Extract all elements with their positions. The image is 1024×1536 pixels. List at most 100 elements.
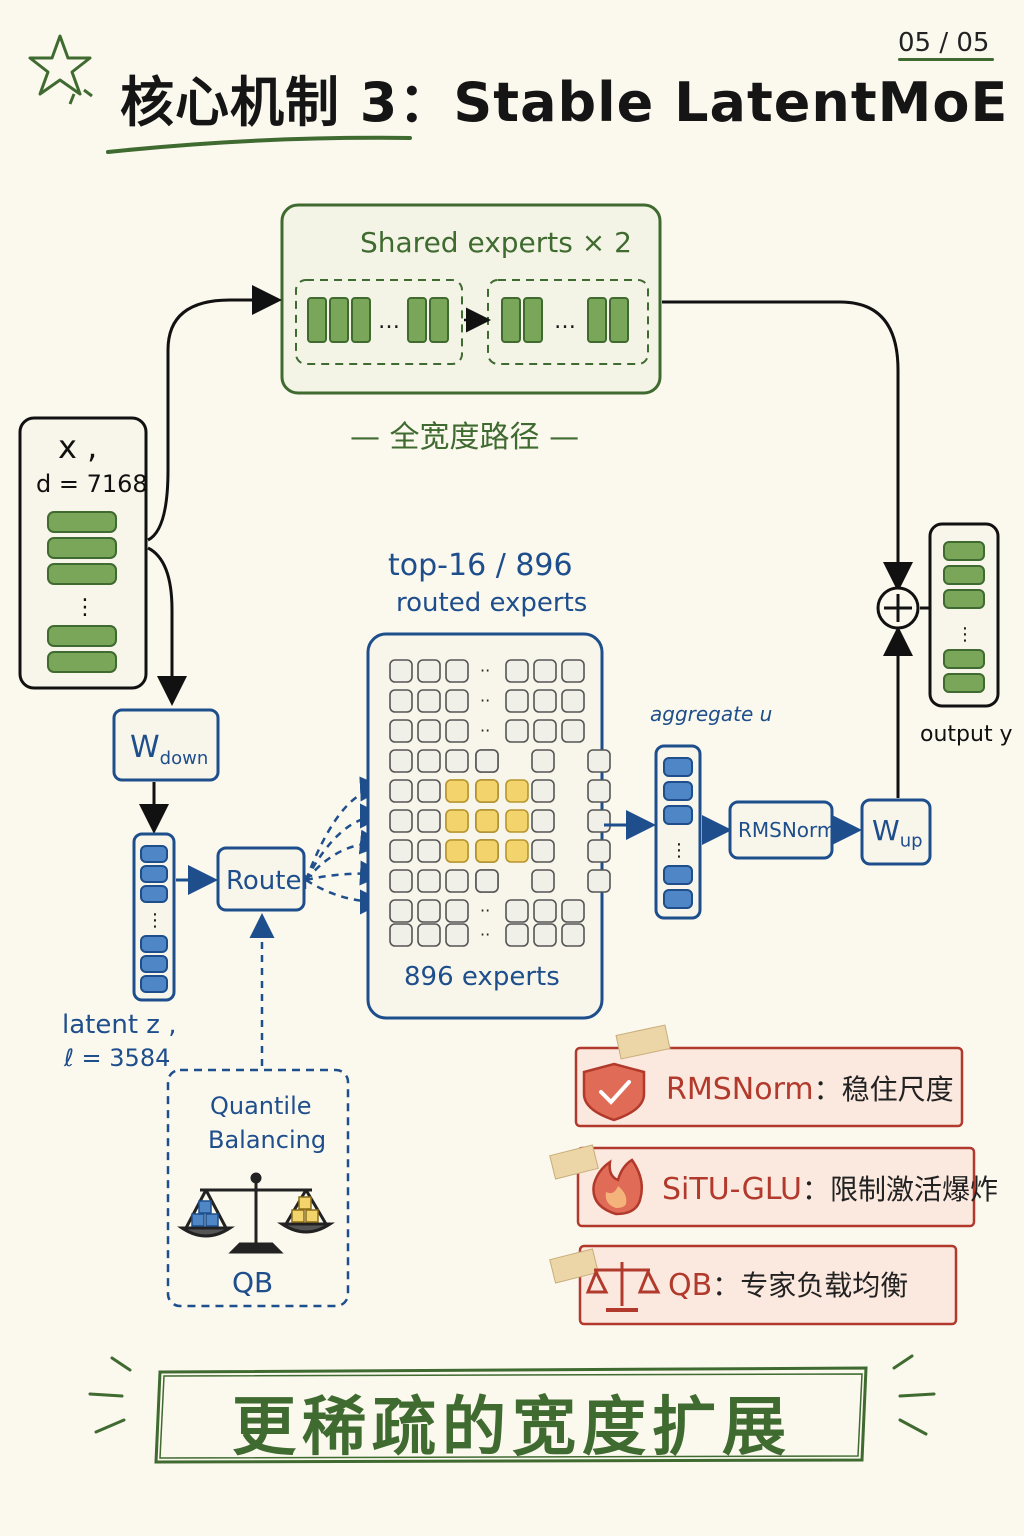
svg-text:⋮: ⋮: [670, 840, 688, 861]
scales-icon: [585, 1262, 661, 1312]
expert-cell: [389, 659, 413, 683]
expert-cell: [445, 869, 469, 893]
input-to-wdown-arrow: [147, 546, 187, 706]
tag-qb: QB：专家负载均衡: [668, 1268, 909, 1303]
topk-label: top-16 / 896: [388, 548, 573, 583]
shared-expert-2-cells: [501, 297, 629, 343]
input-vector-cells: [47, 511, 117, 673]
active-expert-cell: [505, 839, 529, 863]
expert-cell: [531, 809, 555, 833]
expert-cell: [587, 839, 611, 863]
qb-abbr-label: QB: [232, 1266, 274, 1299]
expert-cell: [417, 809, 441, 833]
expert-cell: [505, 689, 529, 713]
page-title: 核心机制 3：Stable LatentMoE: [120, 71, 1009, 134]
expert-cell: [445, 689, 469, 713]
aggregate-vector-cells: [663, 757, 693, 909]
balancing-label: Balancing: [208, 1126, 327, 1154]
expert-cell: [505, 923, 529, 947]
expert-cell: [389, 869, 413, 893]
page-indicator-underline: [898, 58, 994, 61]
expert-cell: [531, 839, 555, 863]
tag-situ-glu: SiTU-GLU：限制激活爆炸: [662, 1172, 999, 1207]
page-indicator: 05 / 05: [898, 28, 990, 58]
expert-cell: [531, 749, 555, 773]
active-expert-cell: [475, 839, 499, 863]
shared-expert-1: [295, 279, 463, 365]
tag-value: 限制激活爆炸: [830, 1173, 999, 1206]
expert-cell: [389, 839, 413, 863]
wdown-box: [112, 708, 220, 782]
expert-cell: [417, 659, 441, 683]
aggregate-label: aggregate u: [650, 702, 773, 726]
expert-cell: [445, 923, 469, 947]
flame-icon: [592, 1158, 643, 1216]
input-to-shared-arrow: [147, 285, 282, 542]
expert-cell: [505, 899, 529, 923]
expert-cell: [417, 779, 441, 803]
latent-vector-cells: [140, 845, 168, 993]
star-icon: [28, 34, 93, 105]
expert-count-label: 896 experts: [404, 962, 560, 992]
expert-cell: [417, 839, 441, 863]
svg-text:⋮: ⋮: [74, 595, 96, 620]
expert-cell: [417, 899, 441, 923]
tag-key: QB: [668, 1268, 713, 1303]
quantile-balancing-box: [166, 1068, 350, 1308]
expert-cell: [587, 869, 611, 893]
expert-cell: [561, 923, 585, 947]
bottom-banner-frame: [154, 1366, 868, 1464]
expert-cell: [505, 659, 529, 683]
expert-cell: [417, 869, 441, 893]
sparkle-left-icon: [88, 1356, 132, 1434]
tag-card-rmsnorm: [574, 1024, 964, 1128]
balance-scale-icon: [177, 1172, 335, 1254]
quantile-label: Quantile: [210, 1092, 312, 1120]
expert-cell: [389, 719, 413, 743]
expert-cell: [417, 923, 441, 947]
expert-cell: [587, 779, 611, 803]
rmsnorm-label: RMSNorm: [738, 818, 837, 842]
shared-experts-box: [280, 203, 662, 395]
active-expert-cell: [505, 779, 529, 803]
expert-cell: [561, 719, 585, 743]
grid-ellipsis: ··: [480, 901, 490, 920]
title-underline: [106, 135, 412, 154]
grid-ellipsis: ··: [480, 661, 490, 680]
expert-cell: [561, 689, 585, 713]
latent-dim-label: ℓ = 3584: [64, 1044, 171, 1072]
expert-cell: [389, 689, 413, 713]
expert-cell: [587, 809, 611, 833]
svg-text:…: …: [554, 309, 576, 334]
router-box: [216, 846, 306, 912]
wdown-label: Wdown: [130, 730, 209, 769]
expert-cell: [533, 899, 557, 923]
expert-cell: [389, 899, 413, 923]
expert-grid: ··········: [389, 659, 611, 947]
active-expert-cell: [445, 839, 469, 863]
expert-cell: [389, 809, 413, 833]
active-expert-cell: [475, 809, 499, 833]
sparkle-right-icon: [892, 1354, 936, 1436]
shield-check-icon: [582, 1062, 646, 1122]
input-x-label: x ,: [58, 428, 98, 466]
shared-expert-1-cells: [307, 297, 449, 343]
output-label: output y: [920, 722, 1013, 747]
expert-cell: [417, 689, 441, 713]
shared-experts-title: Shared experts × 2: [360, 226, 632, 259]
tag-key: SiTU-GLU: [662, 1172, 803, 1207]
tag-key: RMSNorm: [666, 1072, 814, 1107]
expert-cell: [533, 719, 557, 743]
grid-ellipsis: ··: [480, 721, 490, 740]
wup-box: [860, 798, 932, 866]
active-expert-cell: [475, 779, 499, 803]
active-expert-cell: [505, 809, 529, 833]
svg-text:⋮: ⋮: [146, 910, 164, 931]
expert-cell: [533, 923, 557, 947]
full-width-path-label: — 全宽度路径 —: [350, 420, 580, 455]
bottom-banner-text: 更稀疏的宽度扩展: [232, 1391, 792, 1465]
expert-cell: [445, 749, 469, 773]
expert-cell: [445, 659, 469, 683]
expert-cell: [561, 659, 585, 683]
tag-value: 稳住尺度: [841, 1073, 954, 1106]
